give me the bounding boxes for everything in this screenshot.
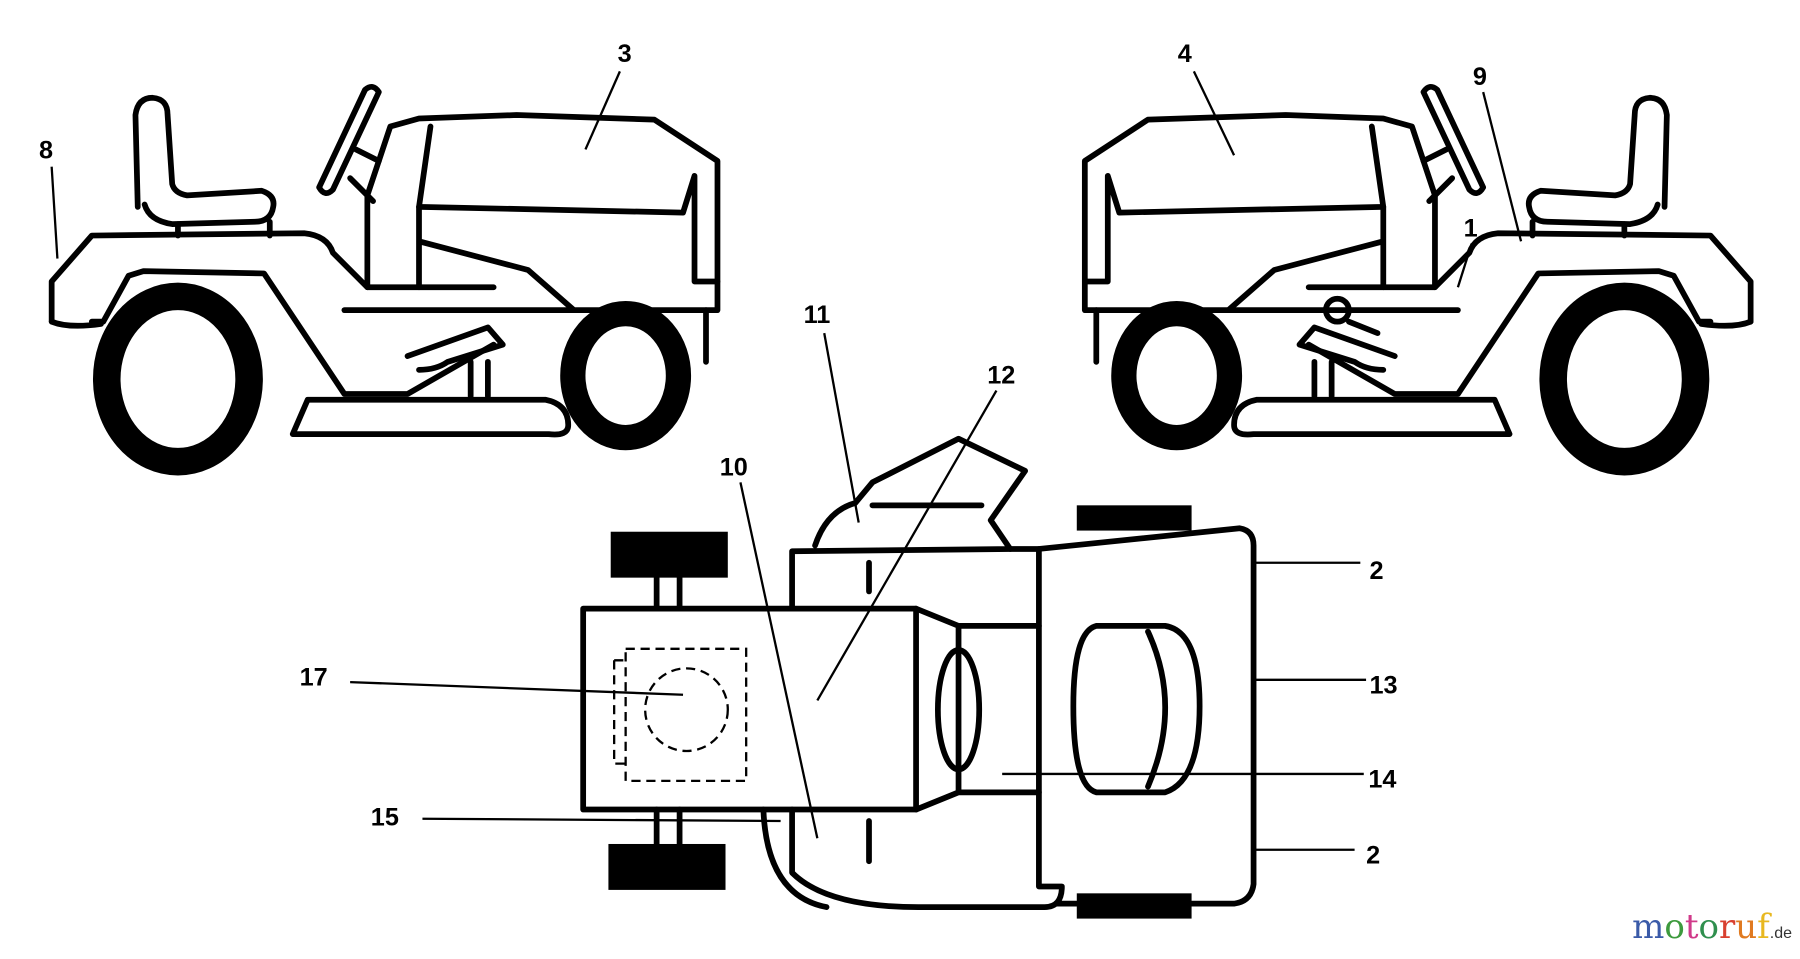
- watermark-letter: u: [1735, 907, 1758, 947]
- watermark-letter: f: [1757, 907, 1770, 947]
- front-wheel: [560, 300, 692, 451]
- callout-11: 11: [804, 301, 831, 329]
- tractor-right-side-view: [1085, 87, 1751, 462]
- tractor-top-view: [580, 435, 1257, 919]
- watermark-letter: r: [1718, 907, 1736, 947]
- callout-4: 4: [1178, 40, 1192, 68]
- tractor-left-side-view: [48, 83, 721, 476]
- key-switch: [1323, 295, 1352, 325]
- callout-3: 3: [618, 40, 632, 68]
- watermark-suffix: .de: [1769, 925, 1792, 942]
- rear-wheel: [92, 282, 263, 476]
- callout-2-top: 2: [1370, 557, 1384, 585]
- callout-17: 17: [300, 664, 328, 692]
- callout-1: 1: [1464, 215, 1478, 243]
- rear-wheel-bottom: [608, 843, 726, 890]
- callout-8: 8: [39, 137, 53, 165]
- rear-wheel-top: [610, 531, 728, 578]
- callout-15: 15: [371, 804, 399, 832]
- callout-2-bottom: 2: [1366, 841, 1380, 869]
- watermark-letter: m: [1632, 907, 1665, 947]
- watermark-letter: o: [1698, 907, 1719, 947]
- watermark-text: motoruf: [1632, 907, 1770, 947]
- watermark-letter: o: [1664, 907, 1685, 947]
- callout-14: 14: [1368, 766, 1396, 794]
- callout-12: 12: [987, 362, 1015, 390]
- front-wheel-top: [1076, 505, 1192, 531]
- leader-lines: [50, 70, 1523, 851]
- watermark-letter: t: [1684, 907, 1699, 947]
- callout-9: 9: [1473, 63, 1487, 91]
- callout-13: 13: [1370, 672, 1398, 700]
- callout-10: 10: [720, 453, 748, 481]
- motoruf-watermark-logo: motoruf.de: [1632, 907, 1792, 947]
